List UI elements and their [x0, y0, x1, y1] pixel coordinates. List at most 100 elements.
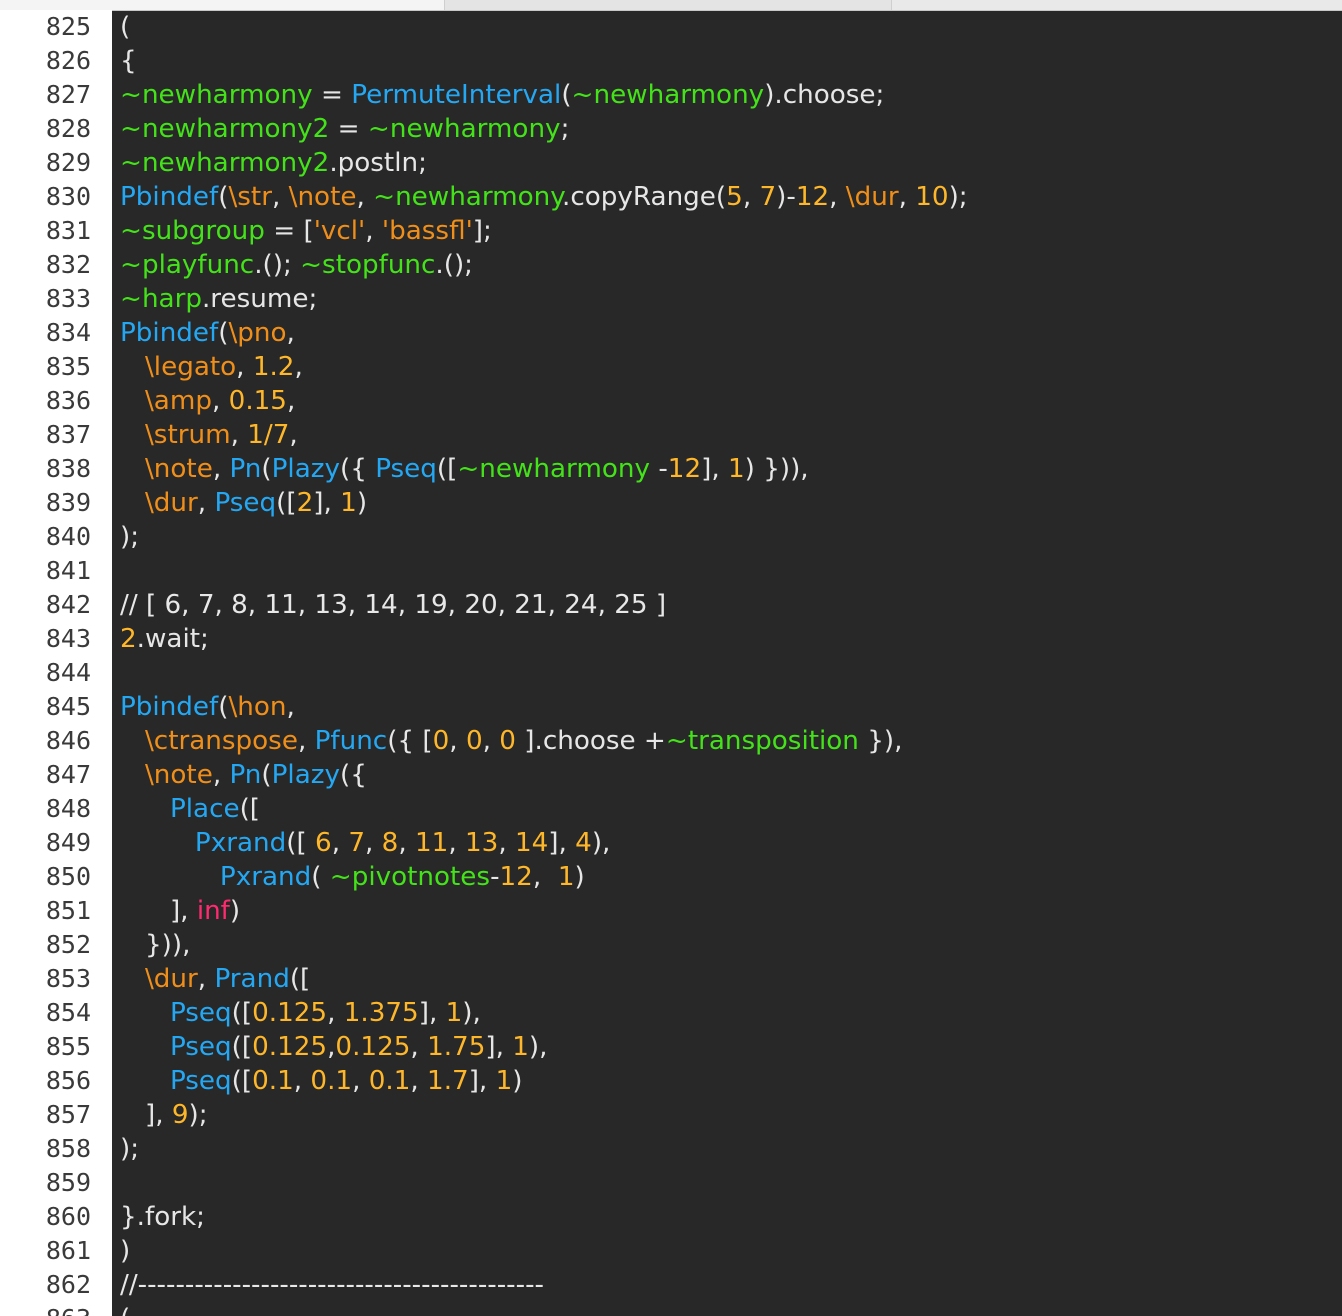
tab-strip-segment[interactable]	[0, 0, 445, 10]
code-token: 0	[432, 726, 450, 756]
code-token: ;	[560, 114, 570, 144]
code-token: ,	[449, 726, 466, 756]
code-token: \dur	[144, 964, 198, 994]
code-token: }),	[858, 726, 903, 756]
line-number: 845	[45, 692, 91, 721]
code-token: ,	[352, 1066, 369, 1096]
code-line[interactable]: 827~newharmony = PermuteInterval(~newhar…	[0, 78, 1342, 112]
code-token: ,	[197, 488, 215, 518]
code-line[interactable]: 825(	[0, 10, 1342, 44]
code-line[interactable]: 854 Pseq([0.125, 1.375], 1),	[0, 996, 1342, 1030]
tab-strip-segment[interactable]	[445, 0, 892, 10]
code-token: .();	[254, 250, 301, 280]
code-line[interactable]: 857 ], 9);	[0, 1098, 1342, 1132]
code-line[interactable]: 839 \dur, Pseq([2], 1)	[0, 486, 1342, 520]
code-line[interactable]: 850 Pxrand( ~pivotnotes-12, 1)	[0, 860, 1342, 894]
code-line[interactable]: 826{	[0, 44, 1342, 78]
code-token: ],	[701, 454, 728, 484]
code-line[interactable]: 860}.fork;	[0, 1200, 1342, 1234]
code-line[interactable]: 842// [ 6, 7, 8, 11, 13, 14, 19, 20, 21,…	[0, 588, 1342, 622]
code-line[interactable]: 858);	[0, 1132, 1342, 1166]
code-line[interactable]: 828~newharmony2 = ~newharmony;	[0, 112, 1342, 146]
line-number: 851	[45, 896, 91, 925]
code-line[interactable]: 852 })),	[0, 928, 1342, 962]
code-token: Pn	[229, 760, 262, 790]
code-line[interactable]: 848 Place([	[0, 792, 1342, 826]
line-number: 859	[45, 1168, 91, 1197]
code-line[interactable]: 840);	[0, 520, 1342, 554]
code-line[interactable]: 861)	[0, 1234, 1342, 1268]
code-token: 0.125	[252, 1032, 328, 1062]
line-number: 863	[0, 1302, 91, 1316]
line-number: 829	[45, 148, 91, 177]
code-line[interactable]: 859	[0, 1166, 1342, 1200]
code-line[interactable]: 829~newharmony2.postln;	[0, 146, 1342, 180]
code-line[interactable]: 835 \legato, 1.2,	[0, 350, 1342, 384]
code-token: \ctranspose	[144, 726, 298, 756]
code-line[interactable]: 863(	[0, 1302, 1342, 1316]
code-line[interactable]: 838 \note, Pn(Plazy({ Pseq([~newharmony …	[0, 452, 1342, 486]
code-line[interactable]: 856 Pseq([0.1, 0.1, 0.1, 1.7], 1)	[0, 1064, 1342, 1098]
code-line[interactable]: 837 \strum, 1/7,	[0, 418, 1342, 452]
code-token	[120, 862, 220, 892]
code-line[interactable]: 846 \ctranspose, Pfunc({ [0, 0, 0 ].choo…	[0, 724, 1342, 758]
code-token: \note	[144, 760, 213, 790]
code-line[interactable]: 862//-----------------------------------…	[0, 1268, 1342, 1302]
line-number: 836	[45, 386, 91, 415]
line-source: \strum, 1/7,	[120, 418, 298, 452]
line-number: 853	[45, 964, 91, 993]
code-token: ,	[212, 386, 229, 416]
line-number: 841	[45, 556, 91, 585]
code-token: ),	[528, 1032, 548, 1062]
code-token: ,	[286, 318, 295, 348]
code-token: \note	[288, 182, 357, 212]
line-number: 860	[45, 1202, 91, 1231]
line-number: 833	[45, 284, 91, 313]
code-area[interactable]: 825(826{827~newharmony = PermuteInterval…	[0, 10, 1342, 1316]
code-token	[120, 488, 145, 518]
code-token: 12	[667, 454, 702, 484]
line-number: 843	[45, 624, 91, 653]
code-token: )	[574, 862, 585, 892]
code-line[interactable]: 851 ], inf)	[0, 894, 1342, 928]
code-token: Prand	[214, 964, 290, 994]
code-token: (	[218, 318, 229, 348]
line-source: );	[120, 520, 139, 554]
code-token: ,	[271, 182, 289, 212]
code-token: .();	[435, 250, 474, 280]
code-line[interactable]: 847 \note, Pn(Plazy({	[0, 758, 1342, 792]
code-line[interactable]: 841	[0, 554, 1342, 588]
code-token: ],	[120, 896, 197, 926]
code-token: ,	[410, 1032, 428, 1062]
code-token: Pseq	[214, 488, 277, 518]
code-token: ],	[468, 1066, 496, 1096]
code-token: 0.15	[228, 386, 287, 416]
code-token: ~harp	[120, 284, 202, 314]
code-token: 0.125	[252, 998, 328, 1028]
code-line[interactable]: 833~harp.resume;	[0, 282, 1342, 316]
code-line[interactable]: 844	[0, 656, 1342, 690]
code-line[interactable]: 836 \amp, 0.15,	[0, 384, 1342, 418]
code-line[interactable]: 855 Pseq([0.125,0.125, 1.75], 1),	[0, 1030, 1342, 1064]
code-line[interactable]: 849 Pxrand([ 6, 7, 8, 11, 13, 14], 4),	[0, 826, 1342, 860]
code-token: \legato	[144, 352, 237, 382]
code-line[interactable]: 832~playfunc.(); ~stopfunc.();	[0, 248, 1342, 282]
code-line[interactable]: 853 \dur, Prand([	[0, 962, 1342, 996]
line-number: 839	[45, 488, 91, 517]
code-token: ~playfunc	[120, 250, 255, 280]
code-token: 'bassfl'	[381, 216, 473, 246]
code-token: ,	[829, 182, 846, 212]
code-token: 13	[464, 828, 499, 858]
code-token: ,	[331, 828, 349, 858]
line-source: {	[120, 44, 137, 78]
code-token: 14	[514, 828, 549, 858]
code-line[interactable]: 831~subgroup = ['vcl', 'bassfl'];	[0, 214, 1342, 248]
code-token: -	[650, 454, 668, 484]
code-token: ,	[398, 828, 415, 858]
code-token: 11	[415, 828, 449, 858]
